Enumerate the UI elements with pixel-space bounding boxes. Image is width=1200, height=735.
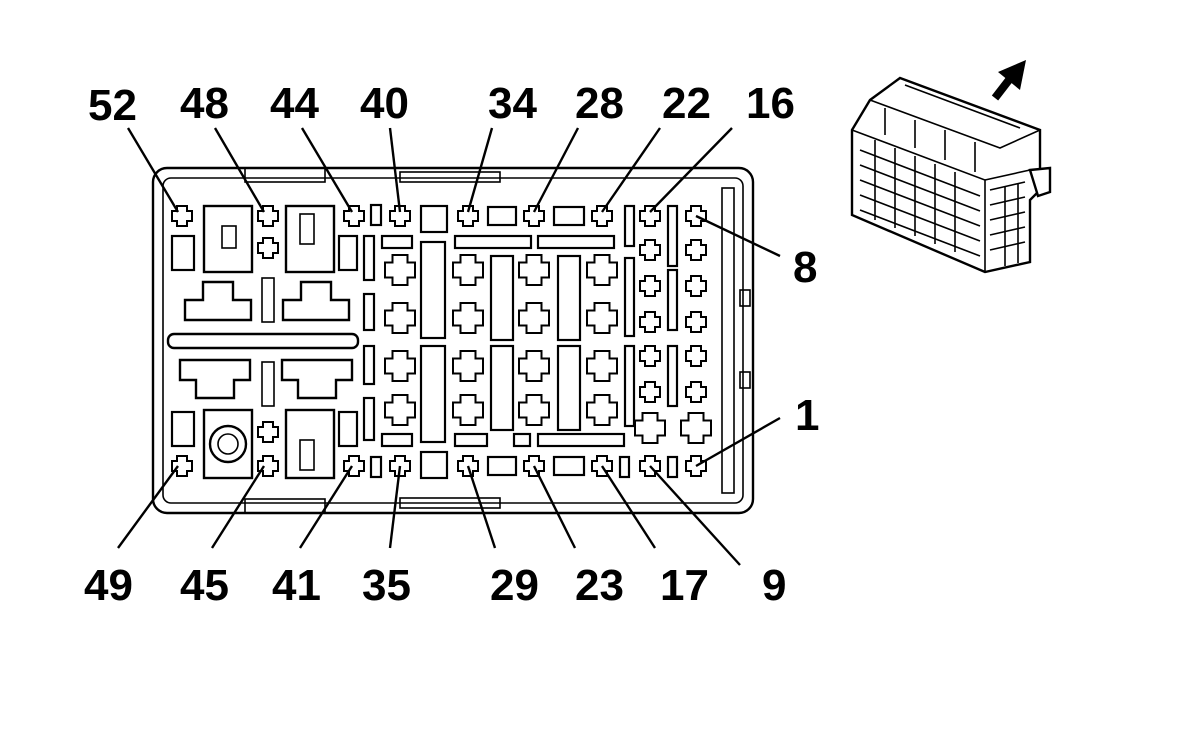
pin-cavity — [518, 394, 550, 426]
pin-cavity — [685, 345, 707, 367]
pin-cavity — [639, 205, 661, 227]
pin-label-35: 35 — [362, 561, 411, 610]
pin-cavity — [586, 394, 618, 426]
pin-cavity — [685, 239, 707, 261]
pin-cavity — [384, 302, 416, 334]
pin-cavity — [586, 302, 618, 334]
pin-cavity — [257, 421, 279, 443]
pin-cavity — [634, 412, 666, 444]
pin-number-labels: 52 48 44 40 34 28 22 16 8 1 49 45 41 35 … — [84, 79, 819, 610]
pin-label-44: 44 — [270, 79, 319, 128]
pin-label-17: 17 — [660, 561, 709, 610]
pin-cavity — [257, 455, 279, 477]
pin-cavity — [389, 205, 411, 227]
pin-label-40: 40 — [360, 79, 409, 128]
pin-label-34: 34 — [488, 79, 537, 128]
pin-cavity — [685, 275, 707, 297]
pin-cavity — [639, 275, 661, 297]
pin-cavity — [518, 254, 550, 286]
pin-label-52: 52 — [88, 81, 137, 130]
pin-cavity — [639, 239, 661, 261]
pin-cavity — [639, 311, 661, 333]
pin-label-49: 49 — [84, 561, 133, 610]
arrow-up-right-icon — [991, 60, 1026, 101]
pin-cavity — [518, 350, 550, 382]
pin-cavity — [384, 350, 416, 382]
pin-cavity — [452, 254, 484, 286]
pin-cavity — [171, 455, 193, 477]
pin-cavity — [457, 205, 479, 227]
pin-cavity — [685, 381, 707, 403]
pin-cavity — [518, 302, 550, 334]
connector-isometric-view-icon — [850, 76, 1052, 274]
pin-label-9: 9 — [762, 561, 786, 610]
pin-label-28: 28 — [575, 79, 624, 128]
pin-cavity — [680, 412, 712, 444]
connector-face — [151, 166, 755, 515]
pin-cavity — [523, 205, 545, 227]
pin-cavities — [171, 205, 712, 477]
pin-label-1: 1 — [795, 391, 819, 440]
pin-label-45: 45 — [180, 561, 229, 610]
pin-cavity — [639, 381, 661, 403]
pin-label-8: 8 — [793, 243, 817, 292]
pin-label-16: 16 — [746, 79, 795, 128]
leader-lines — [117, 127, 781, 566]
pin-label-48: 48 — [180, 79, 229, 128]
pin-label-22: 22 — [662, 79, 711, 128]
pin-cavity — [452, 302, 484, 334]
pin-cavity — [586, 350, 618, 382]
pin-cavity — [452, 350, 484, 382]
pin-cavity — [257, 237, 279, 259]
pin-cavity — [384, 394, 416, 426]
pin-label-23: 23 — [575, 561, 624, 610]
pin-label-41: 41 — [272, 561, 321, 610]
pin-cavity — [343, 205, 365, 227]
pin-cavity — [591, 205, 613, 227]
pin-cavity — [452, 394, 484, 426]
pin-cavity — [685, 311, 707, 333]
pin-cavity — [384, 254, 416, 286]
pin-cavity — [639, 345, 661, 367]
pin-label-29: 29 — [490, 561, 539, 610]
pin-cavity — [586, 254, 618, 286]
